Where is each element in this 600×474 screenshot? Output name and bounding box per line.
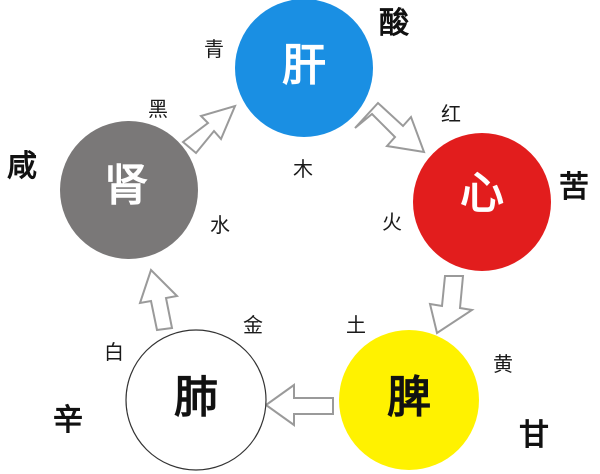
lung-element-label: 金 bbox=[243, 313, 263, 337]
heart-circle bbox=[413, 133, 551, 271]
liver-circle bbox=[235, 0, 373, 137]
lung-taste-label: 辛 bbox=[53, 403, 83, 438]
lung-circle bbox=[125, 329, 267, 471]
kidney-circle bbox=[60, 121, 198, 259]
liver-element-label: 木 bbox=[293, 157, 313, 181]
heart-taste-label: 苦 bbox=[559, 170, 589, 205]
arrow-lung-to-kidney bbox=[138, 268, 180, 332]
liver-organ-label: 肝 bbox=[282, 40, 326, 91]
lung-color-label: 白 bbox=[104, 340, 124, 364]
heart-organ-label: 心 bbox=[460, 168, 504, 219]
lung-organ-label: 肺 bbox=[174, 372, 218, 423]
liver-taste-label: 酸 bbox=[379, 6, 409, 41]
arrow-kidney-to-liver bbox=[181, 104, 237, 155]
heart-color-label: 红 bbox=[441, 102, 461, 126]
spleen-taste-label: 甘 bbox=[519, 418, 549, 453]
spleen-color-label: 黄 bbox=[493, 352, 513, 376]
heart-element-label: 火 bbox=[382, 210, 402, 234]
spleen-element-label: 土 bbox=[346, 313, 366, 337]
kidney-element-label: 水 bbox=[210, 213, 230, 237]
arrow-liver-to-heart bbox=[354, 101, 426, 154]
spleen-circle bbox=[339, 330, 479, 470]
kidney-color-label: 黑 bbox=[148, 97, 168, 121]
arrow-spleen-to-lung bbox=[264, 383, 334, 427]
kidney-organ-label: 肾 bbox=[104, 160, 148, 211]
liver-color-label: 青 bbox=[204, 37, 224, 61]
arrow-heart-to-spleen bbox=[428, 275, 475, 335]
spleen-organ-label: 脾 bbox=[387, 372, 431, 423]
kidney-taste-label: 咸 bbox=[7, 149, 37, 184]
